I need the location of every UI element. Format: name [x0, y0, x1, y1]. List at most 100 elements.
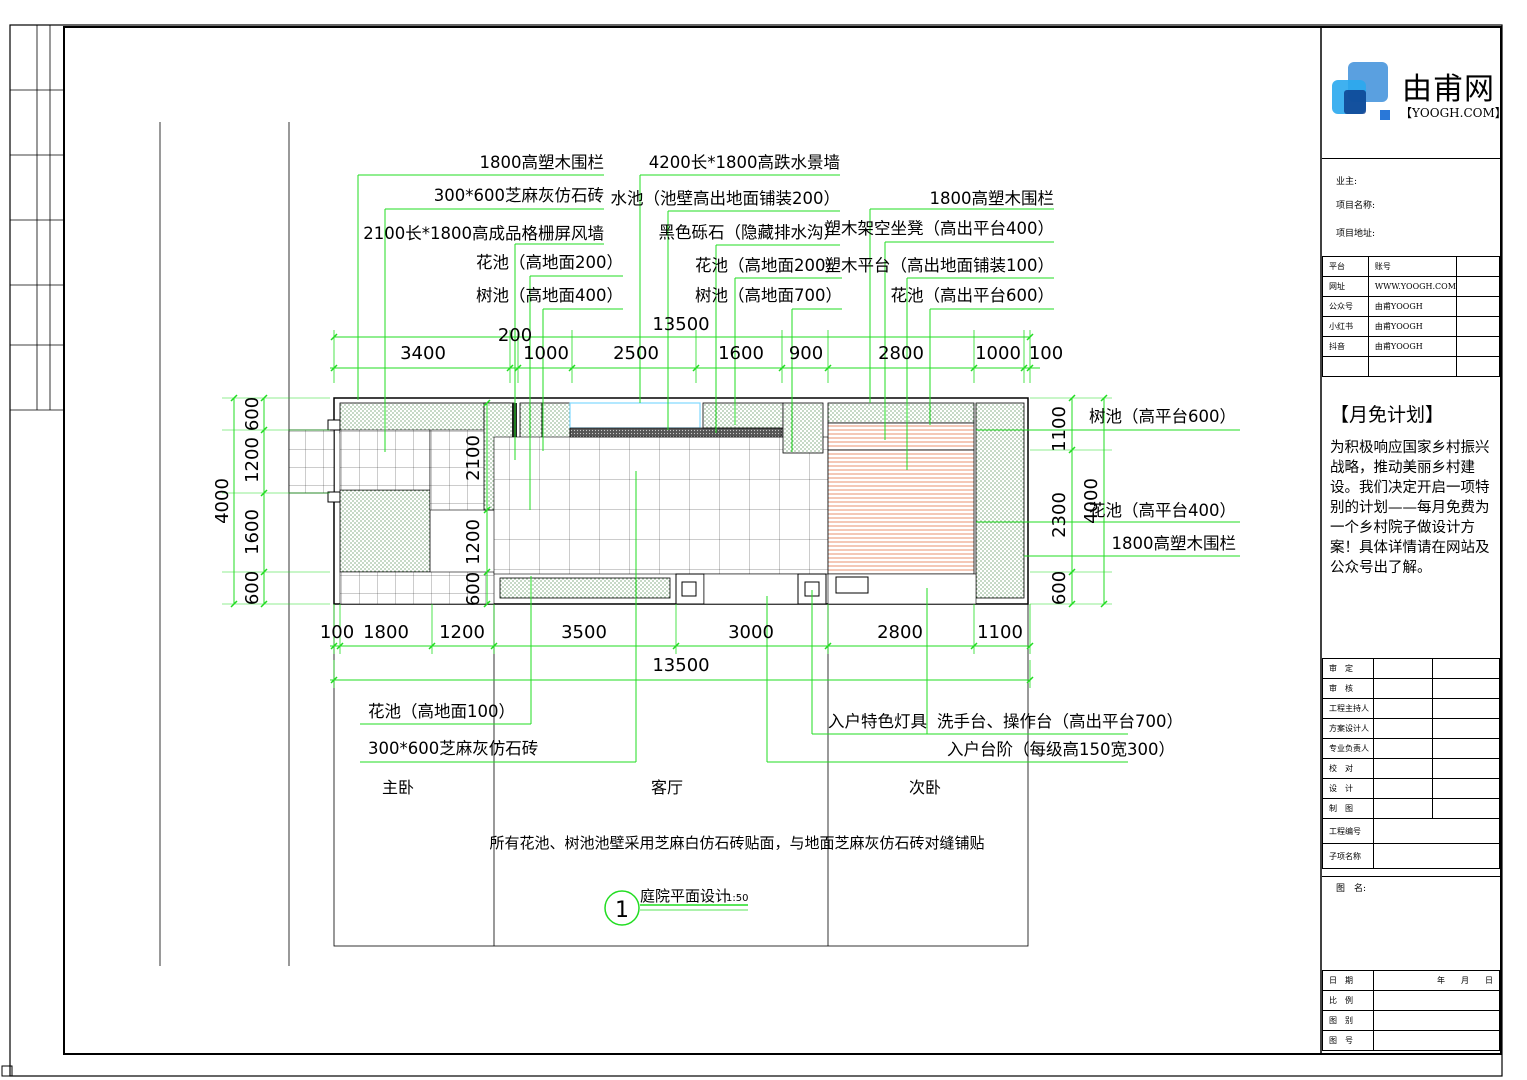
label-sink: 洗手台、操作台（高出平台700） [937, 712, 1183, 731]
label-fence-left: 1800高塑木围栏 [480, 153, 605, 172]
dim-top-6: 2800 [878, 343, 924, 364]
logo: 由甫网 【YOOGH.COM】 [1322, 28, 1507, 158]
label-entry-light: 入户特色灯具 [828, 712, 927, 731]
dim-tick [1068, 568, 1076, 576]
room-living: 客厅 [651, 778, 683, 797]
dim-tick [1068, 446, 1076, 454]
label-fence-right: 1800高塑木围栏 [930, 189, 1055, 208]
plan-title: 【月免计划】 [1330, 404, 1445, 426]
binding-strip [10, 25, 64, 411]
general-note: 所有花池、树池池壁采用芝麻白仿石砖贴面，与地面芝麻灰仿石砖对缝铺贴 [489, 834, 984, 852]
label-pool: 水池（池壁高出地面铺装200） [611, 189, 841, 208]
dim-tick [483, 506, 491, 514]
drawing-title-block: 1 庭院平面设计 1:50 [604, 887, 748, 926]
drawing-name-label: 图 名: [1336, 884, 1367, 894]
dim-tick [514, 364, 522, 372]
dim-tick [330, 642, 338, 650]
footer-table: 日 期年 月 日 比 例 图 别 图 号 [1322, 970, 1500, 1051]
drawing-title: 庭院平面设计 [640, 887, 730, 905]
dim-tick [1068, 394, 1076, 402]
dim-bottom-3: 1200 [439, 622, 485, 643]
dim-bottom-1: 100 [320, 622, 354, 643]
label-flowerbed-200b: 花池（高地面200） [695, 256, 842, 275]
dim-tick [1020, 364, 1028, 372]
label-tile-top: 300*600芝麻灰仿石砖 [434, 186, 604, 205]
dim-bottom-6: 2800 [877, 622, 923, 643]
dim-tick [490, 642, 498, 650]
dim-tick [778, 364, 786, 372]
drawing-number: 1 [615, 898, 629, 923]
dim-left-1: 600 [242, 397, 263, 431]
dim-top-total: 13500 [652, 314, 709, 335]
logo-name: 由甫网 [1402, 72, 1495, 107]
dim-tick [230, 394, 238, 402]
label-flowerbed-600: 花池（高出平台600） [891, 286, 1055, 305]
room-master-bedroom: 主卧 [382, 778, 414, 797]
dim-tick [230, 600, 238, 608]
dim-left-4: 600 [242, 571, 263, 605]
dim-top-8: 100 [1029, 343, 1063, 364]
label-gravel: 黑色砾石（隐藏排水沟） [659, 223, 841, 242]
dim-bottom-5: 3000 [728, 622, 774, 643]
dim-bottom-7: 1100 [977, 622, 1023, 643]
dim-tick [824, 364, 832, 372]
label-treepit-700: 树池（高地面700） [695, 286, 842, 305]
dim-bottom-4: 3500 [561, 622, 607, 643]
dim-tick [260, 489, 268, 497]
dim-tick [483, 399, 491, 407]
label-entry-steps: 入户台阶（每级高150宽300） [947, 740, 1175, 759]
signature-table: 审 定 审 核 工程主持人 方案设计人 专业负责人 校 对 设 计 制 图 工程… [1322, 658, 1500, 869]
drawing-frame [63, 26, 1502, 1055]
dim-top-1: 3400 [400, 343, 446, 364]
dim-tick [260, 600, 268, 608]
dim-tick [336, 642, 344, 650]
dim-tick [672, 642, 680, 650]
dimension-lines [222, 330, 1112, 688]
dim-top-3: 2500 [613, 343, 659, 364]
dim-right-3: 600 [1049, 571, 1070, 605]
dim-tick [824, 642, 832, 650]
dim-inner-2: 1200 [463, 519, 484, 565]
dim-top-2: 1000 [523, 343, 569, 364]
dim-bottom-2: 1800 [363, 622, 409, 643]
logo-domain: 【YOOGH.COM】 [1400, 106, 1507, 120]
label-screen-wall: 2100长*1800高成品格栅屏风墙 [363, 224, 604, 243]
label-waterfall-wall: 4200长*1800高跌水景墙 [649, 153, 840, 172]
label-bench: 塑木架空坐凳（高出平台400） [825, 219, 1055, 238]
dim-tick [970, 364, 978, 372]
label-treepit-400: 树池（高地面400） [476, 286, 623, 305]
dim-left-3: 1600 [242, 509, 263, 555]
label-fence-side: 1800高塑木围栏 [1112, 534, 1237, 553]
info-project-address: 项目地址: [1336, 229, 1376, 239]
leader-lines [357, 174, 1240, 763]
dim-bottom-total: 13500 [652, 655, 709, 676]
dim-tick [692, 364, 700, 372]
dim-top-7: 1000 [975, 343, 1021, 364]
dim-top-4: 1600 [718, 343, 764, 364]
logo-squares-icon [1332, 62, 1390, 120]
dim-tick [568, 364, 576, 372]
dim-tick [483, 568, 491, 576]
dim-inner-1: 2100 [463, 435, 484, 481]
label-flowerbed-400: 花池（高平台400） [1089, 501, 1236, 520]
label-flowerbed-200: 花池（高地面200） [476, 253, 623, 272]
plan-body: 为积极响应国家乡村振兴战略，推动美丽乡村建设。我们决定开启一项特别的计划——每月… [1330, 440, 1490, 576]
label-tile-bottom: 300*600芝麻灰仿石砖 [368, 739, 538, 758]
dim-inner-3: 600 [463, 572, 484, 606]
dim-tick [260, 568, 268, 576]
dim-tick [260, 394, 268, 402]
dim-right-2: 2300 [1049, 492, 1070, 538]
dim-tick [1100, 600, 1108, 608]
room-second-bedroom: 次卧 [909, 778, 941, 797]
garden-plan [288, 397, 1029, 605]
label-treepit-600: 树池（高平台600） [1089, 407, 1236, 426]
dim-tick [506, 364, 514, 372]
dim-tick [483, 600, 491, 608]
dim-left-total: 4000 [212, 478, 233, 524]
dim-right-1: 1100 [1049, 406, 1070, 452]
dim-tick [260, 426, 268, 434]
dim-left-2: 1200 [242, 437, 263, 483]
label-deck: 塑木平台（高出地面铺装100） [825, 256, 1055, 275]
dim-right-total: 4000 [1081, 478, 1102, 524]
